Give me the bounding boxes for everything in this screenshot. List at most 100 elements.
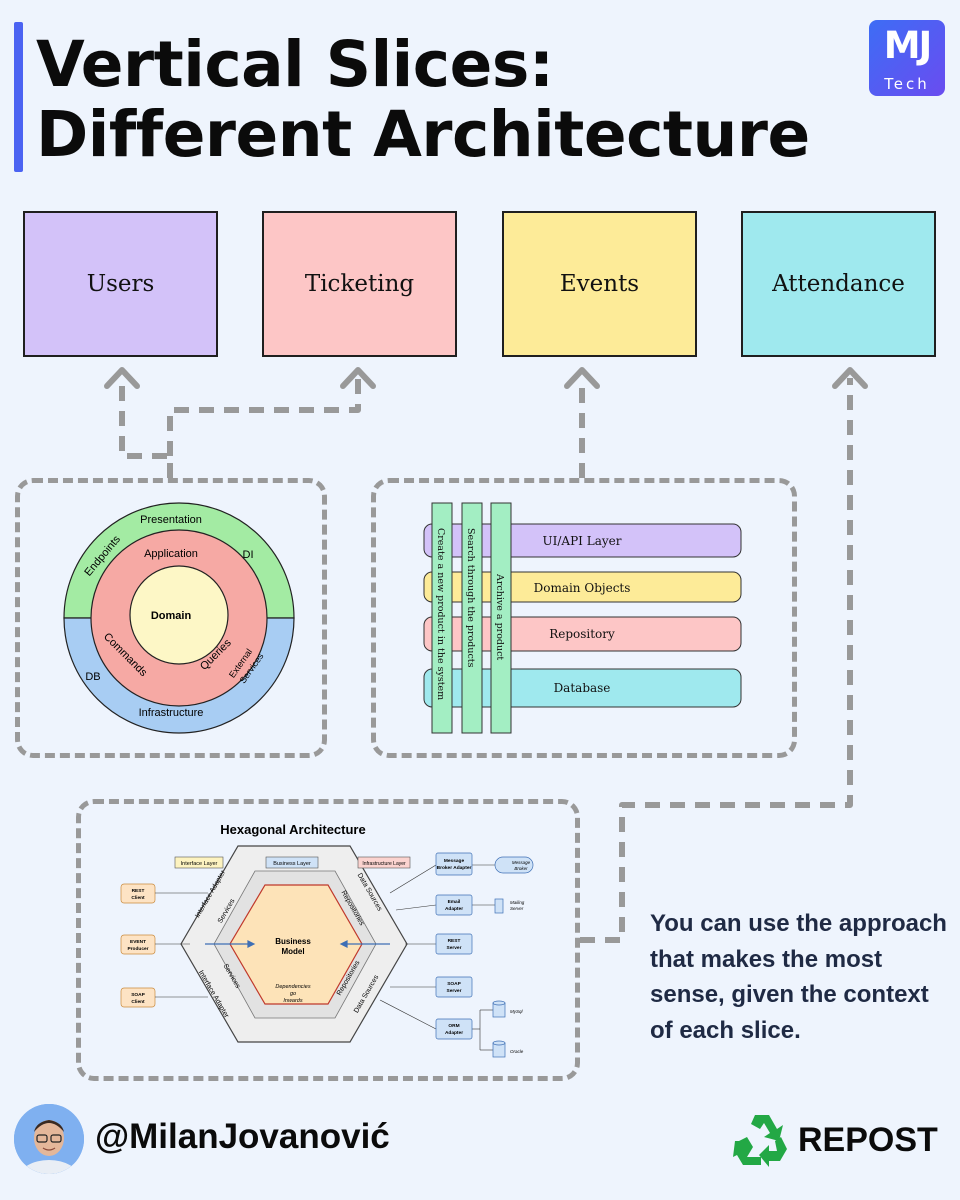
page-title-line-1: Vertical Slices:	[36, 28, 554, 101]
business-model-label-1: Business	[275, 937, 311, 946]
connector-ticketing	[167, 378, 361, 456]
mysql-cylinder-top	[492, 1000, 506, 1006]
clean-architecture-panel	[15, 478, 327, 758]
feature-slice-archive	[490, 502, 512, 734]
slice-ticketing: Ticketing	[262, 211, 457, 357]
rest-client-label-2: Client	[131, 895, 145, 901]
mysql-label: MySql	[510, 1009, 524, 1014]
mailing-server-label-1: Mailing	[510, 900, 525, 905]
oracle-cylinder-top	[492, 1040, 506, 1046]
slice-attendance-label: Attendance	[772, 271, 905, 297]
soap-client-label-1: SOAP	[131, 992, 145, 998]
title-accent-bar	[14, 22, 23, 172]
feature-slice-search	[461, 502, 483, 734]
slice-attendance: Attendance	[741, 211, 936, 357]
layer-ui-api-label: UI/API Layer	[543, 534, 622, 548]
db-label: DB	[85, 671, 100, 683]
business-model-label-2: Model	[281, 947, 304, 956]
slice-ticketing-label: Ticketing	[304, 271, 415, 297]
event-producer-box	[120, 934, 156, 955]
inward-arrowhead-right	[339, 940, 348, 948]
soap-client-label-2: Client	[131, 999, 145, 1005]
email-adapter-box	[435, 894, 473, 916]
inward-arrowhead-left	[247, 940, 256, 948]
rest-server-label-2: Server	[447, 945, 462, 951]
orm-adapter-connector	[379, 999, 437, 1030]
repost-label: REPOST	[798, 1121, 938, 1159]
hexagonal-title: Hexagonal Architecture	[220, 822, 365, 837]
event-producer-label-1: EVENT	[130, 939, 146, 945]
dependencies-label-2: go	[290, 991, 296, 997]
soap-server-label-1: SOAP	[447, 981, 461, 987]
logo-mj-text: MJ	[883, 24, 933, 67]
mj-tech-logo: MJ Tech	[869, 20, 945, 96]
mailing-server-label-2: Server	[510, 906, 524, 911]
message-broker-label-1: Message	[512, 860, 531, 865]
interface-layer-tag	[174, 856, 224, 869]
message-adapter-label-2: Broker Adapter	[437, 865, 472, 871]
layered-slices-diagram: UI/API Layer Domain Objects Repository D…	[423, 502, 742, 734]
connector-users	[119, 378, 173, 478]
layer-domain-objects-label: Domain Objects	[534, 581, 631, 595]
dependencies-label-1: Dependencies	[275, 984, 310, 990]
hexagonal-architecture-diagram: Hexagonal Architecture Interface Layer B…	[120, 822, 534, 1058]
oracle-label: Oracle	[510, 1049, 524, 1054]
di-label: DI	[243, 549, 254, 561]
slice-events-label: Events	[559, 271, 640, 297]
message-broker-label-2: Broker	[514, 866, 528, 871]
hexagonal-architecture-panel	[76, 799, 580, 1081]
page-title-line-2: Different Architecture	[36, 98, 810, 171]
feature-create-label: Create a new product in the system	[435, 528, 446, 700]
infrastructure-layer-tag	[357, 856, 411, 869]
interface-layer-label: Interface Layer	[181, 861, 218, 867]
author-handle: @MilanJovanović	[95, 1117, 390, 1156]
infrastructure-label: Infrastructure	[139, 707, 204, 719]
message-broker-pill	[494, 856, 534, 874]
feature-search-label: Search through the products	[465, 528, 476, 668]
author-avatar	[14, 1104, 84, 1174]
connector-attendance	[580, 378, 853, 943]
arrowhead-users	[104, 367, 140, 389]
email-adapter-label-1: Email	[448, 899, 461, 905]
arrowhead-events	[564, 367, 600, 389]
rest-server-label-1: REST	[448, 938, 461, 944]
message-adapter-connector	[389, 864, 437, 894]
layer-database-label: Database	[554, 681, 611, 695]
slice-users-label: Users	[86, 271, 155, 297]
layer-repository-label: Repository	[549, 627, 615, 641]
message-adapter-label-1: Message	[444, 858, 465, 864]
slice-users: Users	[23, 211, 218, 357]
soap-server-label-2: Server	[447, 988, 462, 994]
avatar-portrait	[14, 1104, 84, 1174]
domain-core	[129, 565, 229, 665]
mailing-server-icon	[494, 898, 504, 914]
feature-archive-label: Archive a product	[494, 573, 505, 660]
dependencies-label-3: Inwards	[283, 998, 303, 1004]
application-label: Application	[144, 548, 198, 560]
business-layer-tag	[265, 856, 319, 869]
presentation-label: Presentation	[140, 514, 202, 526]
business-layer-label: Business Layer	[273, 861, 311, 867]
orm-adapter-label-1: ORM	[448, 1023, 459, 1029]
orm-adapter-box	[435, 1018, 473, 1040]
infrastructure-layer-label: Infrastructure Layer	[362, 861, 406, 867]
rest-client-label-1: REST	[132, 888, 145, 894]
soap-client-box	[120, 987, 156, 1008]
email-adapter-connector	[395, 904, 437, 911]
event-producer-label-2: Producer	[127, 946, 148, 952]
arrowhead-ticketing	[340, 367, 376, 389]
rest-client-box	[120, 883, 156, 904]
logo-tech-text: Tech	[884, 75, 930, 93]
orm-adapter-label-2: Adapter	[445, 1030, 463, 1036]
soap-server-box	[435, 976, 473, 998]
arrowhead-attendance	[832, 367, 868, 389]
summary-text: You can use the approach that makes the …	[650, 910, 947, 1044]
email-adapter-label-2: Adapter	[445, 906, 463, 912]
feature-slice-create	[431, 502, 453, 734]
layered-architecture-panel	[371, 478, 797, 758]
clean-architecture-diagram: Presentation Application Domain DI Endpo…	[63, 502, 295, 734]
recycle-icon	[733, 1115, 787, 1167]
slice-events: Events	[502, 211, 697, 357]
rest-server-box	[435, 933, 473, 955]
